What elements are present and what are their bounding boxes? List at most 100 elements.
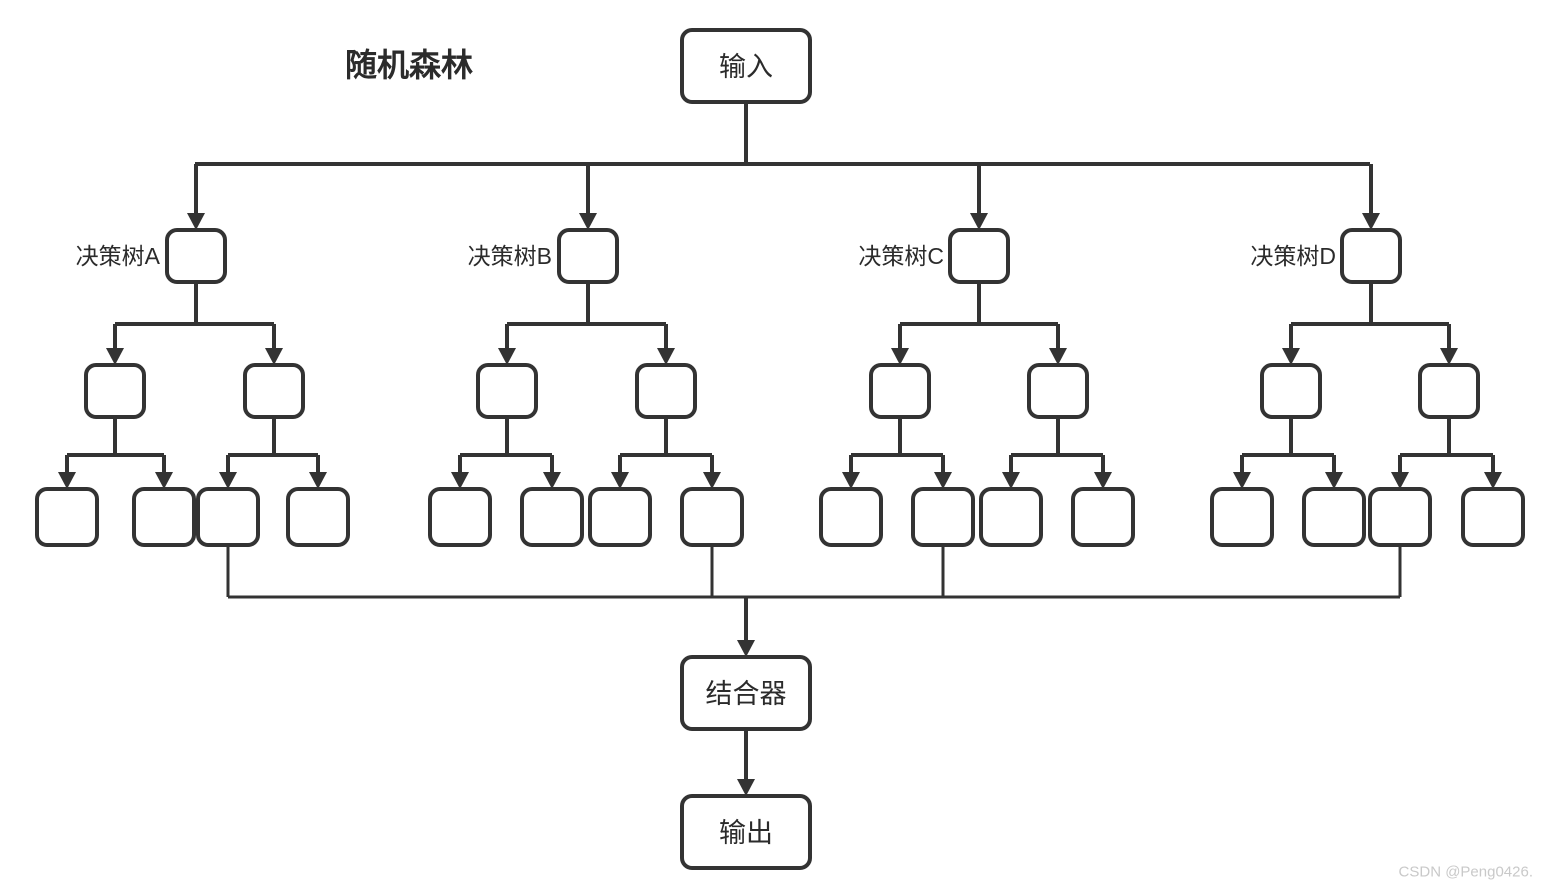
tree-1-mid-node-1[interactable]	[635, 363, 697, 419]
arrow-to-leaf-node	[1391, 472, 1409, 489]
tree-1-leaf-node-2[interactable]	[588, 487, 652, 547]
tree-2-mid-node-1-shape	[1027, 363, 1089, 419]
tree-2-leaf-node-1-shape	[911, 487, 975, 547]
tree-2-mid-node-0-shape	[869, 363, 931, 419]
arrow-to-leaf-node	[543, 472, 561, 489]
tree-3-root-node-shape	[1340, 228, 1402, 284]
arrow-to-mid-node	[1282, 348, 1300, 365]
tree-2-leaf-node-2[interactable]	[979, 487, 1043, 547]
arrow-to-leaf-node	[1002, 472, 1020, 489]
arrow-to-mid-node	[1049, 348, 1067, 365]
tree-0-mid-node-1[interactable]	[243, 363, 305, 419]
tree-1-leaf-node-0-shape	[428, 487, 492, 547]
arrow-to-leaf-node	[1325, 472, 1343, 489]
tree-1-leaf-node-3-shape	[680, 487, 744, 547]
arrow-to-leaf-node	[611, 472, 629, 489]
tree-label-2: 决策树C	[858, 243, 944, 269]
output-node-shape	[680, 794, 812, 870]
tree-1-root-node[interactable]	[557, 228, 619, 284]
input-node-label: 输入	[719, 52, 773, 82]
tree-1-leaf-node-0[interactable]	[428, 487, 492, 547]
output-node[interactable]: 输出	[680, 794, 812, 870]
tree-2-leaf-node-0-shape	[819, 487, 883, 547]
tree-3-root-node[interactable]	[1340, 228, 1402, 284]
tree-1-leaf-node-1-shape	[520, 487, 584, 547]
tree-1-mid-node-0[interactable]	[476, 363, 538, 419]
tree-2-leaf-node-1[interactable]	[911, 487, 975, 547]
input-node-shape	[680, 28, 812, 104]
tree-3-leaf-node-0[interactable]	[1210, 487, 1274, 547]
tree-3-mid-node-0-shape	[1260, 363, 1322, 419]
tree-1-root-node-shape	[557, 228, 619, 284]
arrow-to-leaf-node	[842, 472, 860, 489]
tree-0-root-node[interactable]	[165, 228, 227, 284]
tree-1-leaf-node-3[interactable]	[680, 487, 744, 547]
tree-3-leaf-node-1[interactable]	[1302, 487, 1366, 547]
arrow-to-mid-node	[265, 348, 283, 365]
tree-1-leaf-node-2-shape	[588, 487, 652, 547]
arrow-to-leaf-node	[309, 472, 327, 489]
tree-3-leaf-node-3-shape	[1461, 487, 1525, 547]
arrow-to-tree-root-2	[970, 213, 988, 230]
arrow-to-mid-node	[1440, 348, 1458, 365]
tree-3-leaf-node-3[interactable]	[1461, 487, 1525, 547]
arrow-to-leaf-node	[1094, 472, 1112, 489]
combiner-node[interactable]: 结合器	[680, 655, 812, 731]
tree-0-leaf-node-3[interactable]	[286, 487, 350, 547]
tree-3-leaf-node-2[interactable]	[1368, 487, 1432, 547]
arrow-to-tree-root-3	[1362, 213, 1380, 230]
tree-2-leaf-node-2-shape	[979, 487, 1043, 547]
tree-1-mid-node-0-shape	[476, 363, 538, 419]
tree-0-mid-node-1-shape	[243, 363, 305, 419]
arrow-to-output	[737, 779, 755, 796]
tree-1-leaf-node-1[interactable]	[520, 487, 584, 547]
arrow-to-mid-node	[657, 348, 675, 365]
arrow-to-leaf-node	[934, 472, 952, 489]
arrow-to-leaf-node	[1484, 472, 1502, 489]
arrow-to-leaf-node	[451, 472, 469, 489]
tree-0-mid-node-0[interactable]	[84, 363, 146, 419]
tree-1-mid-node-1-shape	[635, 363, 697, 419]
tree-3-leaf-node-0-shape	[1210, 487, 1274, 547]
tree-3-leaf-node-1-shape	[1302, 487, 1366, 547]
tree-3-mid-node-1-shape	[1418, 363, 1480, 419]
combiner-node-shape	[680, 655, 812, 731]
tree-2-mid-node-1[interactable]	[1027, 363, 1089, 419]
page-title: 随机森林	[345, 47, 473, 83]
arrow-to-leaf-node	[58, 472, 76, 489]
tree-0-mid-node-0-shape	[84, 363, 146, 419]
tree-0-leaf-node-0[interactable]	[35, 487, 99, 547]
arrow-to-leaf-node	[155, 472, 173, 489]
output-node-label: 输出	[719, 818, 773, 848]
arrow-to-leaf-node	[1233, 472, 1251, 489]
tree-label-1: 决策树B	[468, 243, 552, 269]
tree-0-leaf-node-2[interactable]	[196, 487, 260, 547]
tree-2-leaf-node-0[interactable]	[819, 487, 883, 547]
tree-2-root-node[interactable]	[948, 228, 1010, 284]
tree-2-mid-node-0[interactable]	[869, 363, 931, 419]
arrow-to-mid-node	[891, 348, 909, 365]
watermark-label: CSDN @Peng0426.	[1399, 864, 1533, 881]
tree-3-mid-node-0[interactable]	[1260, 363, 1322, 419]
tree-2-leaf-node-3[interactable]	[1071, 487, 1135, 547]
arrow-to-mid-node	[498, 348, 516, 365]
tree-0-leaf-node-1-shape	[132, 487, 196, 547]
tree-0-root-node-shape	[165, 228, 227, 284]
combiner-node-label: 结合器	[706, 679, 787, 709]
tree-3-mid-node-1[interactable]	[1418, 363, 1480, 419]
tree-0-leaf-node-2-shape	[196, 487, 260, 547]
tree-2-leaf-node-3-shape	[1071, 487, 1135, 547]
tree-0-leaf-node-3-shape	[286, 487, 350, 547]
tree-3-leaf-node-2-shape	[1368, 487, 1432, 547]
arrow-to-tree-root-1	[579, 213, 597, 230]
tree-label-3: 决策树D	[1250, 243, 1336, 269]
arrow-to-leaf-node	[703, 472, 721, 489]
arrow-to-mid-node	[106, 348, 124, 365]
tree-0-leaf-node-1[interactable]	[132, 487, 196, 547]
input-node[interactable]: 输入	[680, 28, 812, 104]
tree-0-leaf-node-0-shape	[35, 487, 99, 547]
tree-label-0: 决策树A	[76, 243, 161, 269]
